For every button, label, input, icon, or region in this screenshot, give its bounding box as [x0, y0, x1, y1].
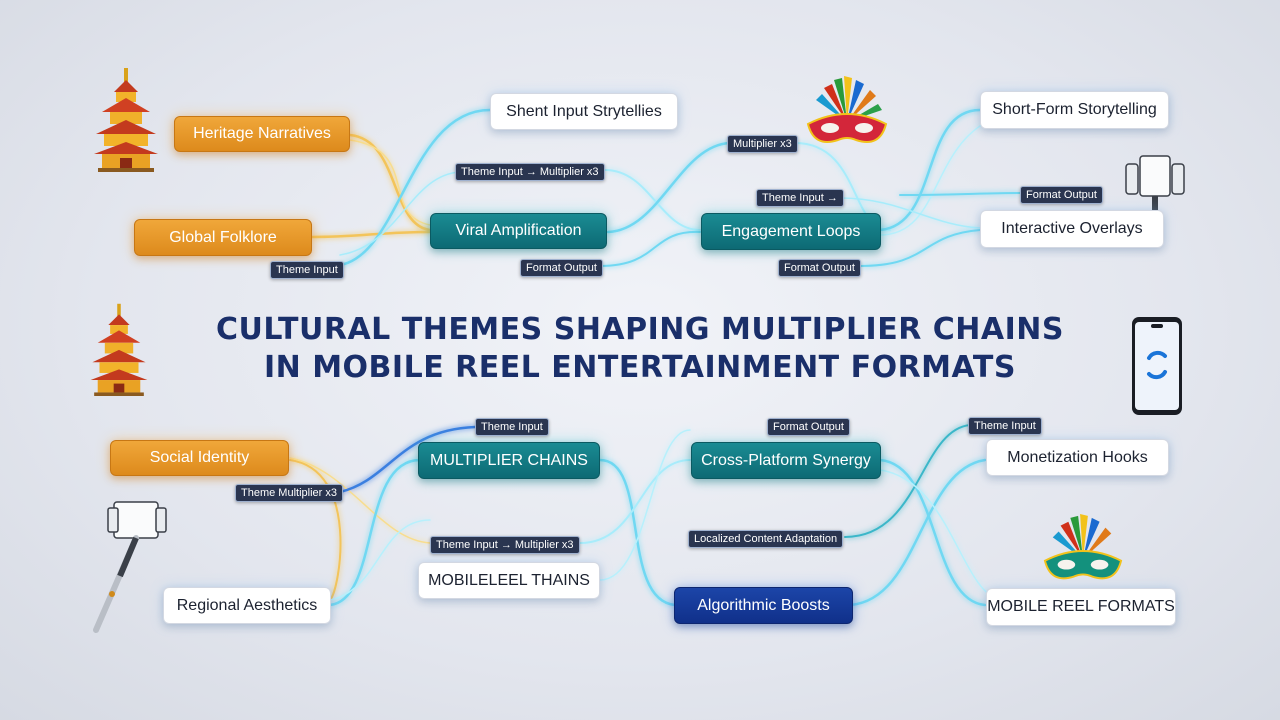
selfie-stick-icon — [1125, 155, 1185, 214]
carnival-mask-icon — [806, 76, 888, 143]
wire — [328, 458, 422, 607]
wire — [878, 458, 987, 607]
node-global-folklore[interactable]: Global Folklore — [134, 219, 312, 256]
node-monetization-hooks[interactable]: Monetization Hooks — [986, 439, 1169, 476]
selfie-stick-icon — [93, 501, 167, 633]
smartphone-icon — [1132, 317, 1182, 415]
edge-label: Format Output — [767, 418, 850, 436]
wire — [338, 425, 477, 494]
edge-label: Theme Input → Multiplier x3 — [455, 163, 605, 181]
wire — [598, 458, 677, 607]
wire — [604, 169, 701, 231]
wire — [349, 139, 431, 226]
diagram-title-line1: CULTURAL THEMES SHAPING MULTIPLIER CHAIN… — [216, 312, 1064, 347]
node-mobileleel-thains[interactable]: MOBILELEEL THAINS — [418, 562, 600, 599]
wire — [606, 141, 732, 234]
wire — [879, 119, 991, 236]
edge-label: Theme Input — [968, 417, 1042, 435]
node-viral-amplification[interactable]: Viral Amplification — [430, 213, 607, 249]
wire — [844, 424, 971, 538]
wire — [339, 171, 461, 256]
edge-label: Theme Input → — [756, 189, 844, 207]
wire — [878, 108, 982, 232]
node-social-identity[interactable]: Social Identity — [110, 440, 289, 476]
wire — [579, 459, 691, 544]
wire — [599, 429, 691, 581]
wire — [879, 469, 1001, 601]
node-mobile-reel-formats[interactable]: MOBILE REEL FORMATS — [986, 588, 1176, 626]
edge-label: Multiplier x3 — [727, 135, 798, 153]
edge-label: Format Output — [778, 259, 861, 277]
edge-label: Theme Input — [270, 261, 344, 279]
pagoda-icon — [90, 303, 148, 396]
edge-label: Format Output — [520, 259, 603, 277]
node-heritage-narratives[interactable]: Heritage Narratives — [174, 116, 350, 152]
wire — [839, 197, 981, 229]
node-interactive-overlays[interactable]: Interactive Overlays — [980, 210, 1164, 248]
carnival-mask-icon — [1043, 513, 1123, 580]
node-regional-aesthetics[interactable]: Regional Aesthetics — [163, 587, 331, 624]
node-multiplier-chains[interactable]: MULTIPLIER CHAINS — [418, 442, 600, 479]
node-engagement-loops[interactable]: Engagement Loops — [701, 213, 881, 250]
node-cross-platform-synergy[interactable]: Cross-Platform Synergy — [691, 442, 881, 479]
wire — [848, 458, 987, 607]
edge-label: Theme Multiplier x3 — [235, 484, 343, 502]
node-algorithmic-boosts[interactable]: Algorithmic Boosts — [674, 587, 853, 624]
wire — [599, 230, 701, 267]
wire — [338, 108, 492, 267]
pagoda-icon — [94, 68, 158, 172]
wire — [289, 459, 342, 601]
wire — [329, 519, 431, 601]
wire — [348, 133, 432, 232]
diagram-title-line2: IN MOBILE REEL ENTERTAINMENT FORMATS — [263, 350, 1016, 385]
edge-label: Localized Content Adaptation — [688, 530, 844, 548]
edge-label: Theme Input — [475, 418, 549, 436]
node-shent-input-strytellies[interactable]: Shent Input Strytellies — [490, 93, 678, 130]
edge-label: Format Output — [1020, 186, 1103, 204]
wire — [859, 229, 981, 267]
node-short-form-storytelling[interactable]: Short-Form Storytelling — [980, 91, 1169, 129]
wire — [899, 192, 1021, 196]
edge-label: Theme Input → Multiplier x3 — [430, 536, 580, 554]
wire — [310, 230, 432, 239]
wire — [289, 457, 431, 544]
